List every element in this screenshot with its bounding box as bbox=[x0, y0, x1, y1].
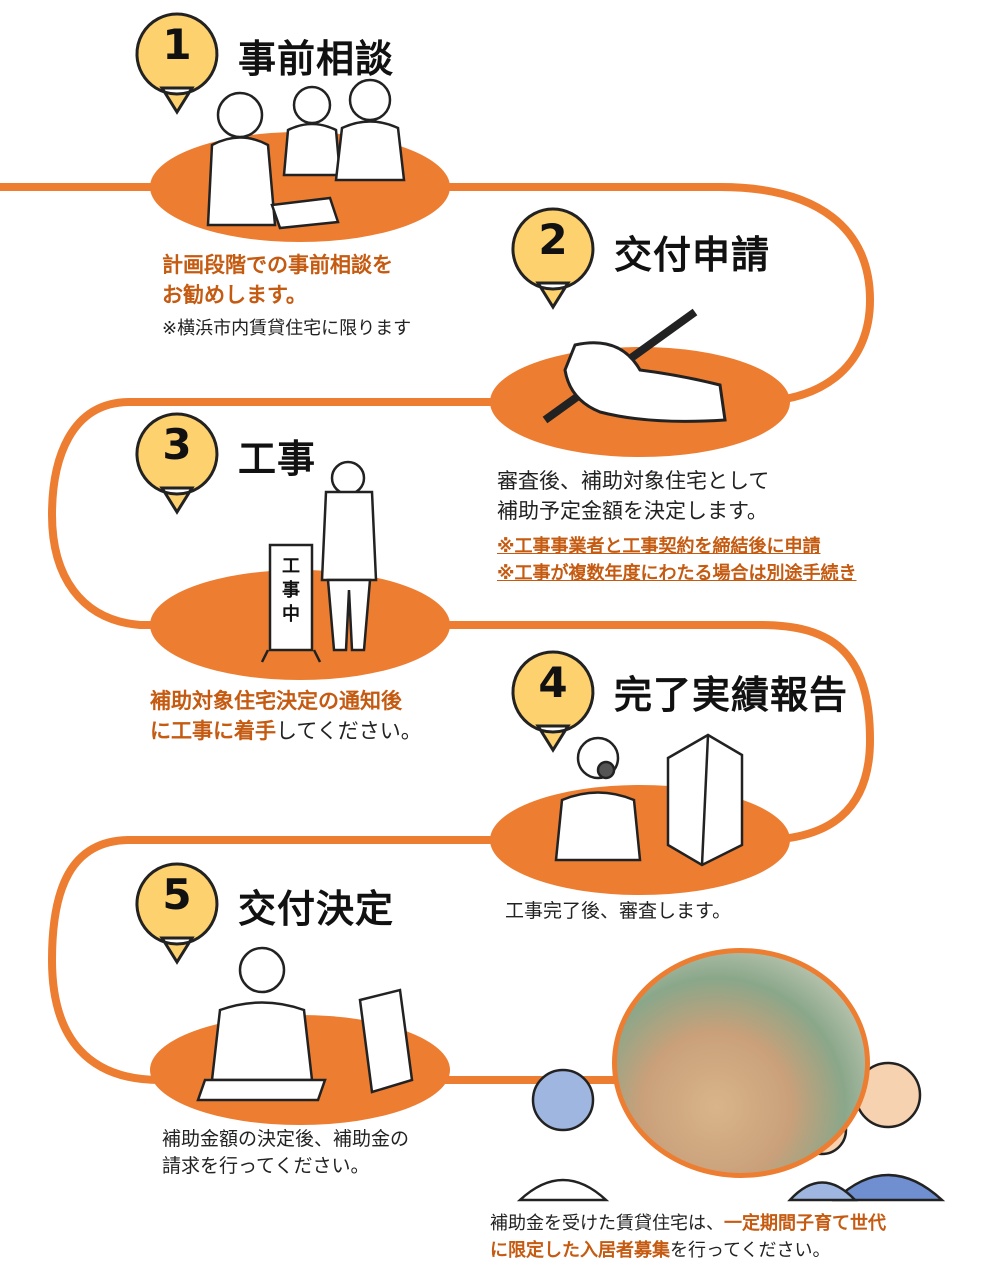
step1-title: 事前相談 bbox=[238, 37, 395, 81]
map-pin-icon bbox=[135, 12, 219, 115]
step4-desc: 工事完了後、審査します。 bbox=[505, 900, 732, 922]
sign-char-3: 中 bbox=[282, 603, 300, 625]
final-line1: 補助金を受けた賃貸住宅は、一定期間子育て世代 bbox=[490, 1210, 886, 1237]
step2-note-line2: ※工事が複数年度にわたる場合は別途手続き bbox=[497, 563, 857, 584]
consultation-illustration bbox=[206, 78, 406, 230]
final-line2-emphasis: に限定した入居者募集 bbox=[490, 1240, 670, 1261]
step5-number: 5 bbox=[162, 870, 192, 919]
step2-number: 2 bbox=[538, 215, 568, 264]
step5-badge: 5 bbox=[134, 860, 230, 970]
step3-desc-line2: に工事に着手してください。 bbox=[150, 718, 422, 745]
step1-desc-line2: お勧めします。 bbox=[162, 283, 307, 307]
step3-desc-line2-emphasis: に工事に着手 bbox=[150, 719, 276, 743]
map-pin-icon bbox=[135, 862, 219, 965]
step3-title: 工事 bbox=[238, 437, 317, 481]
step2-badge: 2 bbox=[510, 205, 606, 315]
sign-char-1: 工 bbox=[282, 556, 300, 577]
final-line2-text: を行ってください。 bbox=[670, 1240, 831, 1261]
step2-note-line1: ※工事事業者と工事契約を締結後に申請 bbox=[497, 536, 821, 557]
step3-desc-line1: 補助対象住宅決定の通知後 bbox=[150, 689, 402, 713]
step1-note: ※横浜市内賃貸住宅に限ります bbox=[162, 318, 412, 339]
step1-number: 1 bbox=[162, 20, 192, 69]
step5-desc-line1: 補助金額の決定後、補助金の bbox=[162, 1128, 410, 1150]
step3-number: 3 bbox=[162, 420, 192, 469]
final-line1-text: 補助金を受けた賃貸住宅は、 bbox=[490, 1213, 724, 1234]
step5-desc-line2: 請求を行ってください。 bbox=[162, 1155, 370, 1177]
step4-badge: 4 bbox=[510, 648, 606, 758]
step3-desc-line2-rest: してください。 bbox=[276, 719, 422, 743]
step5-title: 交付決定 bbox=[238, 887, 395, 931]
final-line1-emphasis: 一定期間子育て世代 bbox=[724, 1213, 886, 1234]
library-photo bbox=[612, 948, 870, 1178]
step4-title: 完了実績報告 bbox=[614, 673, 849, 717]
hand-pen-illustration bbox=[542, 308, 727, 424]
step1-desc-line1: 計画段階での事前相談を bbox=[162, 253, 393, 277]
sign-char-2: 事 bbox=[282, 579, 300, 601]
map-pin-icon bbox=[511, 650, 595, 753]
final-line2: に限定した入居者募集を行ってください。 bbox=[490, 1237, 831, 1264]
step4-ellipse bbox=[490, 785, 790, 895]
step4-number: 4 bbox=[538, 658, 568, 707]
step1-badge: 1 bbox=[134, 10, 230, 120]
clerk-illustration bbox=[196, 946, 414, 1102]
worker-illustration bbox=[260, 460, 378, 663]
map-pin-icon bbox=[511, 207, 595, 310]
step3-badge: 3 bbox=[134, 410, 230, 520]
inspector-illustration bbox=[554, 733, 744, 867]
step2-desc-line2: 補助予定金額を決定します。 bbox=[497, 499, 768, 523]
step2-desc-line1: 審査後、補助対象住宅として bbox=[497, 469, 770, 493]
step2-title: 交付申請 bbox=[614, 233, 771, 277]
map-pin-icon bbox=[135, 412, 219, 515]
